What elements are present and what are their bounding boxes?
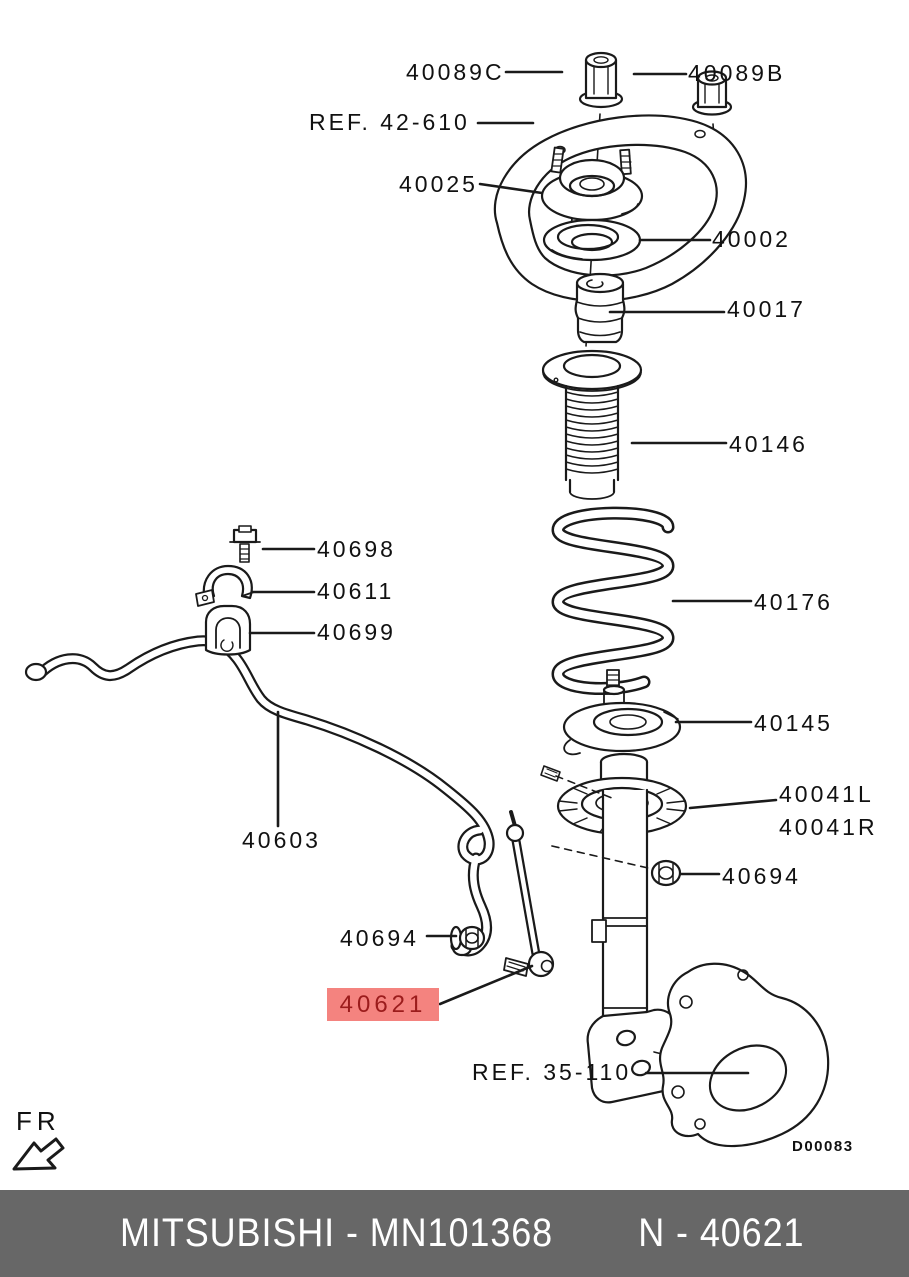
part-label-40694-left: 40694	[340, 925, 419, 951]
dust-cover-drawing	[541, 349, 643, 500]
part-label-40603: 40603	[242, 827, 321, 853]
stabilizer-bracket-drawing	[195, 564, 255, 607]
part-label-40025: 40025	[399, 171, 478, 197]
dashed-reference-lines	[551, 775, 649, 869]
leader-lines	[248, 70, 778, 1075]
part-label-40002: 40002	[712, 226, 791, 252]
part-label-40041l: 40041L	[779, 781, 874, 807]
spring-seat-drawing	[562, 684, 682, 756]
caption-part-ref: N - 40621	[637, 1211, 805, 1255]
nut-drawing-40694-right	[650, 859, 682, 887]
bolt-drawing-40698	[229, 525, 261, 563]
stabilizer-bar-drawing	[24, 635, 495, 957]
highlighted-part-label-40621[interactable]: 40621	[327, 988, 439, 1021]
ref-label-35-110: REF. 35-110	[472, 1059, 632, 1085]
strut-assembly-drawing	[540, 752, 688, 1104]
part-label-40176: 40176	[754, 589, 833, 615]
part-label-40089c: 40089C	[406, 59, 505, 85]
caption-bar: MITSUBISHI - MN101368 N - 40621	[0, 1190, 909, 1277]
part-label-40146: 40146	[729, 431, 808, 457]
nut-drawing-40694-left	[449, 925, 486, 951]
part-label-40145: 40145	[754, 710, 833, 736]
drawing-code: D00083	[792, 1138, 854, 1155]
stabilizer-bushing-drawing	[204, 604, 252, 656]
ref-label-42-610: REF. 42-610	[309, 109, 470, 135]
part-label-40698: 40698	[317, 536, 396, 562]
front-direction-label: FR	[16, 1106, 61, 1136]
front-direction-arrow-icon	[12, 1137, 65, 1171]
nut-drawing-40089c	[578, 51, 624, 109]
strut-mount-drawing	[540, 146, 644, 224]
knuckle-drawing	[658, 962, 830, 1148]
nut-drawing-40089b	[691, 70, 733, 116]
part-label-40041r: 40041R	[779, 814, 878, 840]
caption-brand-model: MITSUBISHI - MN101368	[119, 1211, 553, 1255]
spring-pad-drawing	[542, 218, 642, 262]
coil-spring-drawing	[551, 506, 675, 695]
part-label-40611: 40611	[317, 578, 395, 604]
part-label-40699: 40699	[317, 619, 396, 645]
stabilizer-link-drawing	[503, 810, 555, 978]
part-label-40694-right: 40694	[722, 863, 801, 889]
part-label-40017: 40017	[727, 296, 806, 322]
part-label-40089b: 40089B	[688, 60, 786, 86]
bump-stopper-drawing	[574, 272, 626, 344]
